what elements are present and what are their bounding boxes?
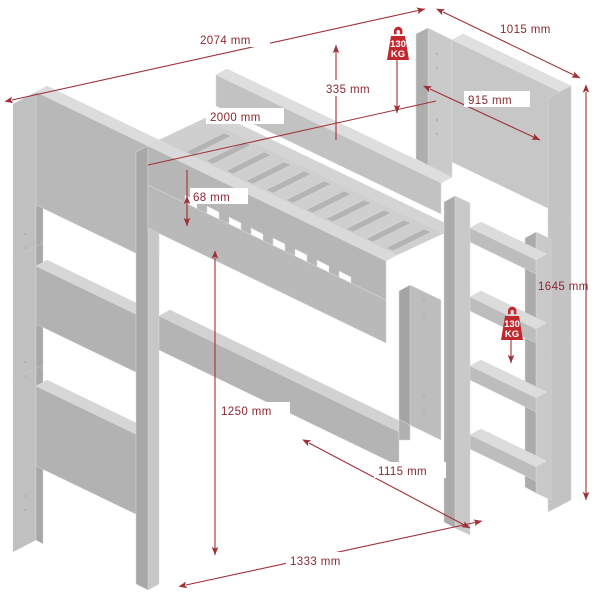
fitting-dot: [23, 232, 27, 236]
fitting-dot: [23, 508, 27, 512]
dimension-footprint-depth: 1115 mm: [302, 439, 471, 529]
dimension-total-height: 1645 mm: [538, 84, 590, 501]
slat: [345, 209, 392, 233]
load-badge-ladder-group: 130 KG: [501, 306, 523, 364]
fitting-dot: [23, 494, 27, 498]
badge-weight-unit: KG: [391, 49, 405, 60]
slat: [305, 190, 352, 214]
dimension-label-915: 915 mm: [468, 95, 512, 107]
dimension-label-1115: 1115 mm: [378, 466, 427, 478]
fitting-dot: [422, 312, 426, 316]
post-foot-back: [427, 27, 453, 178]
leg-head-front-left-face: [135, 145, 149, 591]
dimension-label-335: 335 mm: [326, 84, 370, 96]
dimension-label-1333: 1333 mm: [290, 556, 341, 568]
fitting-dot: [39, 368, 43, 372]
dimension-mattress-width: 915 mm: [423, 85, 541, 141]
slat-set-rear: [185, 132, 432, 252]
fitting-dot: [435, 132, 439, 136]
dimension-mattress-length: 2000 mm: [147, 100, 437, 166]
slat: [285, 180, 332, 204]
slat: [325, 199, 372, 223]
lower-cross-rail-group: [158, 309, 411, 467]
dimension-clearance-height: 1250 mm: [211, 250, 290, 556]
badge-weight-unit: KG: [505, 329, 519, 340]
panel-seam: [12, 364, 44, 381]
lower-cross-rail-face: [158, 315, 400, 467]
badge-weight-value: 130: [504, 319, 520, 330]
dimension-label-2000: 2000 mm: [210, 112, 261, 124]
post-seam: [547, 341, 572, 355]
ladder-stringer-left: [454, 195, 471, 536]
fitting-dot: [39, 240, 43, 244]
post-seam: [547, 219, 572, 233]
dimension-label-1015: 1015 mm: [500, 24, 551, 36]
fitting-dot: [23, 360, 27, 364]
slat: [385, 228, 432, 252]
slat: [205, 141, 252, 165]
slat: [245, 161, 292, 185]
dimension-footprint-width: 1333 mm: [178, 519, 483, 589]
slat: [365, 219, 412, 243]
weight-icon: [387, 26, 409, 60]
slat: [265, 170, 312, 194]
fitting-dot: [435, 66, 439, 70]
head-end-panel-group: [12, 85, 160, 591]
slat: [225, 151, 272, 175]
dimension-length-overall: 2074 mm: [4, 7, 426, 104]
dimension-label-1645: 1645 mm: [538, 281, 589, 293]
ladder-stringer-left-side: [443, 195, 456, 529]
panel-seam: [12, 242, 44, 259]
side-rail-front-body: [147, 184, 387, 344]
ladder-rung-face: [469, 227, 537, 275]
ladder-rung-face: [469, 365, 537, 413]
ladder-group: [443, 195, 552, 536]
fitting-dot: [435, 118, 439, 122]
post-foot-back-left: [415, 27, 429, 166]
loft-bed-illustration: [12, 27, 572, 591]
dimension-slat-thickness: 68 mm: [183, 170, 248, 227]
load-badge-bed-group: 130 KG: [387, 26, 409, 114]
center-post-left: [398, 284, 411, 426]
dimension-label-2074: 2074 mm: [200, 35, 251, 47]
dimension-depth-overall: 1015 mm: [436, 8, 581, 79]
slat: [185, 132, 232, 156]
fitting-dot: [435, 52, 439, 56]
leg-head-back: [12, 91, 37, 553]
fitting-dot: [422, 408, 426, 412]
dimension-label-1250: 1250 mm: [221, 406, 272, 418]
fitting-dot: [422, 394, 426, 398]
fitting-dot: [23, 246, 27, 250]
bed-platform-group: [147, 112, 456, 344]
fitting-dot: [422, 298, 426, 302]
dimension-guardrail-height: 335 mm: [322, 44, 390, 140]
badge-weight-value: 130: [390, 39, 406, 50]
weight-icon: [501, 306, 523, 340]
center-support-post-group: [398, 284, 442, 441]
dimension-label-68: 68 mm: [193, 192, 230, 204]
fitting-dot: [23, 374, 27, 378]
